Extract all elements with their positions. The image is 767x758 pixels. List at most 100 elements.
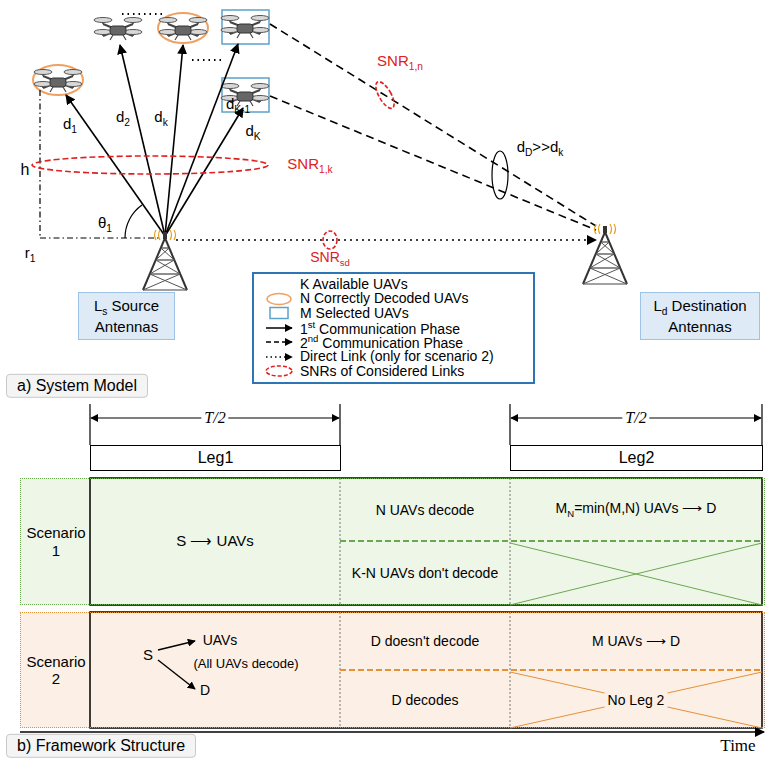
tower-bar <box>150 273 180 274</box>
subscript: k <box>558 147 563 158</box>
angle-arc <box>125 205 142 238</box>
legend-text: Direct Link (only for scenario 2) <box>300 349 494 364</box>
case-divider <box>340 540 762 542</box>
cancel-cross <box>510 543 762 605</box>
text-part: S <box>143 646 153 663</box>
rotor <box>251 96 269 101</box>
tower-brace <box>596 242 610 254</box>
text-part: a) System Model <box>17 377 137 394</box>
legend-text: 1st Communication Phase <box>300 320 460 336</box>
antenna-tower <box>583 224 627 284</box>
snr-ellipse <box>32 156 268 174</box>
antenna-head <box>163 232 167 239</box>
distance-label: dK <box>245 122 260 143</box>
subscript: s <box>102 306 107 317</box>
snr-label: SNR1,k <box>287 155 332 176</box>
axis-label: Time <box>720 736 755 756</box>
text-part: S ⟶ UAVs <box>176 532 254 549</box>
first-phase-arrow <box>165 44 238 236</box>
uav-icon <box>94 18 142 41</box>
rotor <box>159 30 177 35</box>
uav-leg <box>110 35 113 40</box>
text-part: Leg2 <box>619 449 655 466</box>
uav-leg <box>123 35 126 40</box>
node-text: Ld Destination Antennas <box>641 297 759 335</box>
tower-bar <box>583 283 627 284</box>
distance-label: dK-1 <box>226 95 250 116</box>
text-part: 2 <box>300 335 308 351</box>
text-part: d <box>116 108 124 125</box>
text-part: d <box>154 108 162 125</box>
panel-caption: b) Framework Structure <box>6 734 196 758</box>
uav-leg <box>50 87 53 92</box>
subscript: K-1 <box>234 104 250 115</box>
phase-text: MN=min(M,N) UAVs ⟶ D <box>556 500 717 520</box>
tower-brace <box>590 268 627 284</box>
legend-entry: 1st Communication Phase <box>262 321 525 336</box>
text-part: Communication Phase <box>318 335 463 351</box>
legend-entry: M Selected UAVs <box>262 306 525 321</box>
selected-mark <box>222 10 269 44</box>
height-line <box>39 90 40 238</box>
branch-arrow <box>158 641 195 650</box>
text-part: D decodes <box>392 692 459 708</box>
scenario-band-fill <box>20 478 765 605</box>
radio-wave <box>610 224 612 234</box>
uav-icon <box>159 18 207 41</box>
tower-brace <box>150 274 187 290</box>
first-phase-arrow <box>165 45 183 236</box>
dimension-label: h <box>21 161 30 179</box>
uav-leg <box>250 33 253 38</box>
legend-box: K Available UAVsN Correctly Decoded UAVs… <box>252 272 535 384</box>
text-part: SNRs of Considered Links <box>300 363 464 379</box>
text-part: L <box>94 297 102 314</box>
uav-leg <box>237 33 240 38</box>
outcome-text: D doesn't decode <box>371 633 480 649</box>
superscript: st <box>308 319 315 330</box>
rotor <box>189 30 207 35</box>
rotor <box>221 28 239 33</box>
text-part: L <box>653 297 661 314</box>
time-axis <box>20 731 764 732</box>
angle-label: θ1 <box>98 214 112 235</box>
radius-line <box>40 237 160 238</box>
legend-text: 2nd Communication Phase <box>300 334 463 350</box>
text-part: d <box>245 122 253 139</box>
subscript: d <box>662 306 668 317</box>
phase-note: (All UAVs decode) <box>193 657 298 672</box>
uav-leg <box>188 35 191 40</box>
uav-body <box>50 78 66 87</box>
outcome-text: D decodes <box>392 692 459 708</box>
tower-brace <box>150 260 175 274</box>
source-label-box: Ls Source Antennas <box>78 292 175 340</box>
node-text: Scenario 2 <box>21 653 91 688</box>
text-part: r <box>25 244 30 261</box>
second-phase-line <box>270 24 596 226</box>
rotor <box>124 30 142 35</box>
node-letter: S <box>143 646 153 663</box>
text-part: N UAVs decode <box>376 502 475 518</box>
legend-sample <box>262 306 296 320</box>
dimension-tick <box>339 404 340 445</box>
legend-sample-shape <box>270 308 288 319</box>
cancel-cross <box>510 543 762 605</box>
ellipsis-dots <box>122 13 162 15</box>
first-phase-arrow <box>66 95 165 236</box>
uav-leg <box>63 87 66 92</box>
subscript: N <box>567 508 574 519</box>
subscript: 2 <box>124 117 130 128</box>
tower-brace <box>156 248 170 260</box>
subscript: K <box>254 131 261 142</box>
subscript: 1 <box>30 253 36 264</box>
first-phase-arrow <box>120 45 165 236</box>
tower-brace <box>583 268 620 284</box>
text-part: h <box>21 161 30 178</box>
legend-sample <box>262 335 296 349</box>
legend-sample <box>262 350 296 364</box>
distance-label: d2 <box>116 108 130 129</box>
text-part: Time <box>720 736 755 755</box>
scenario-band: Scenario 1 <box>20 478 765 605</box>
text-part: d <box>517 138 525 155</box>
rotor <box>64 82 82 87</box>
text-part: d <box>226 95 234 112</box>
